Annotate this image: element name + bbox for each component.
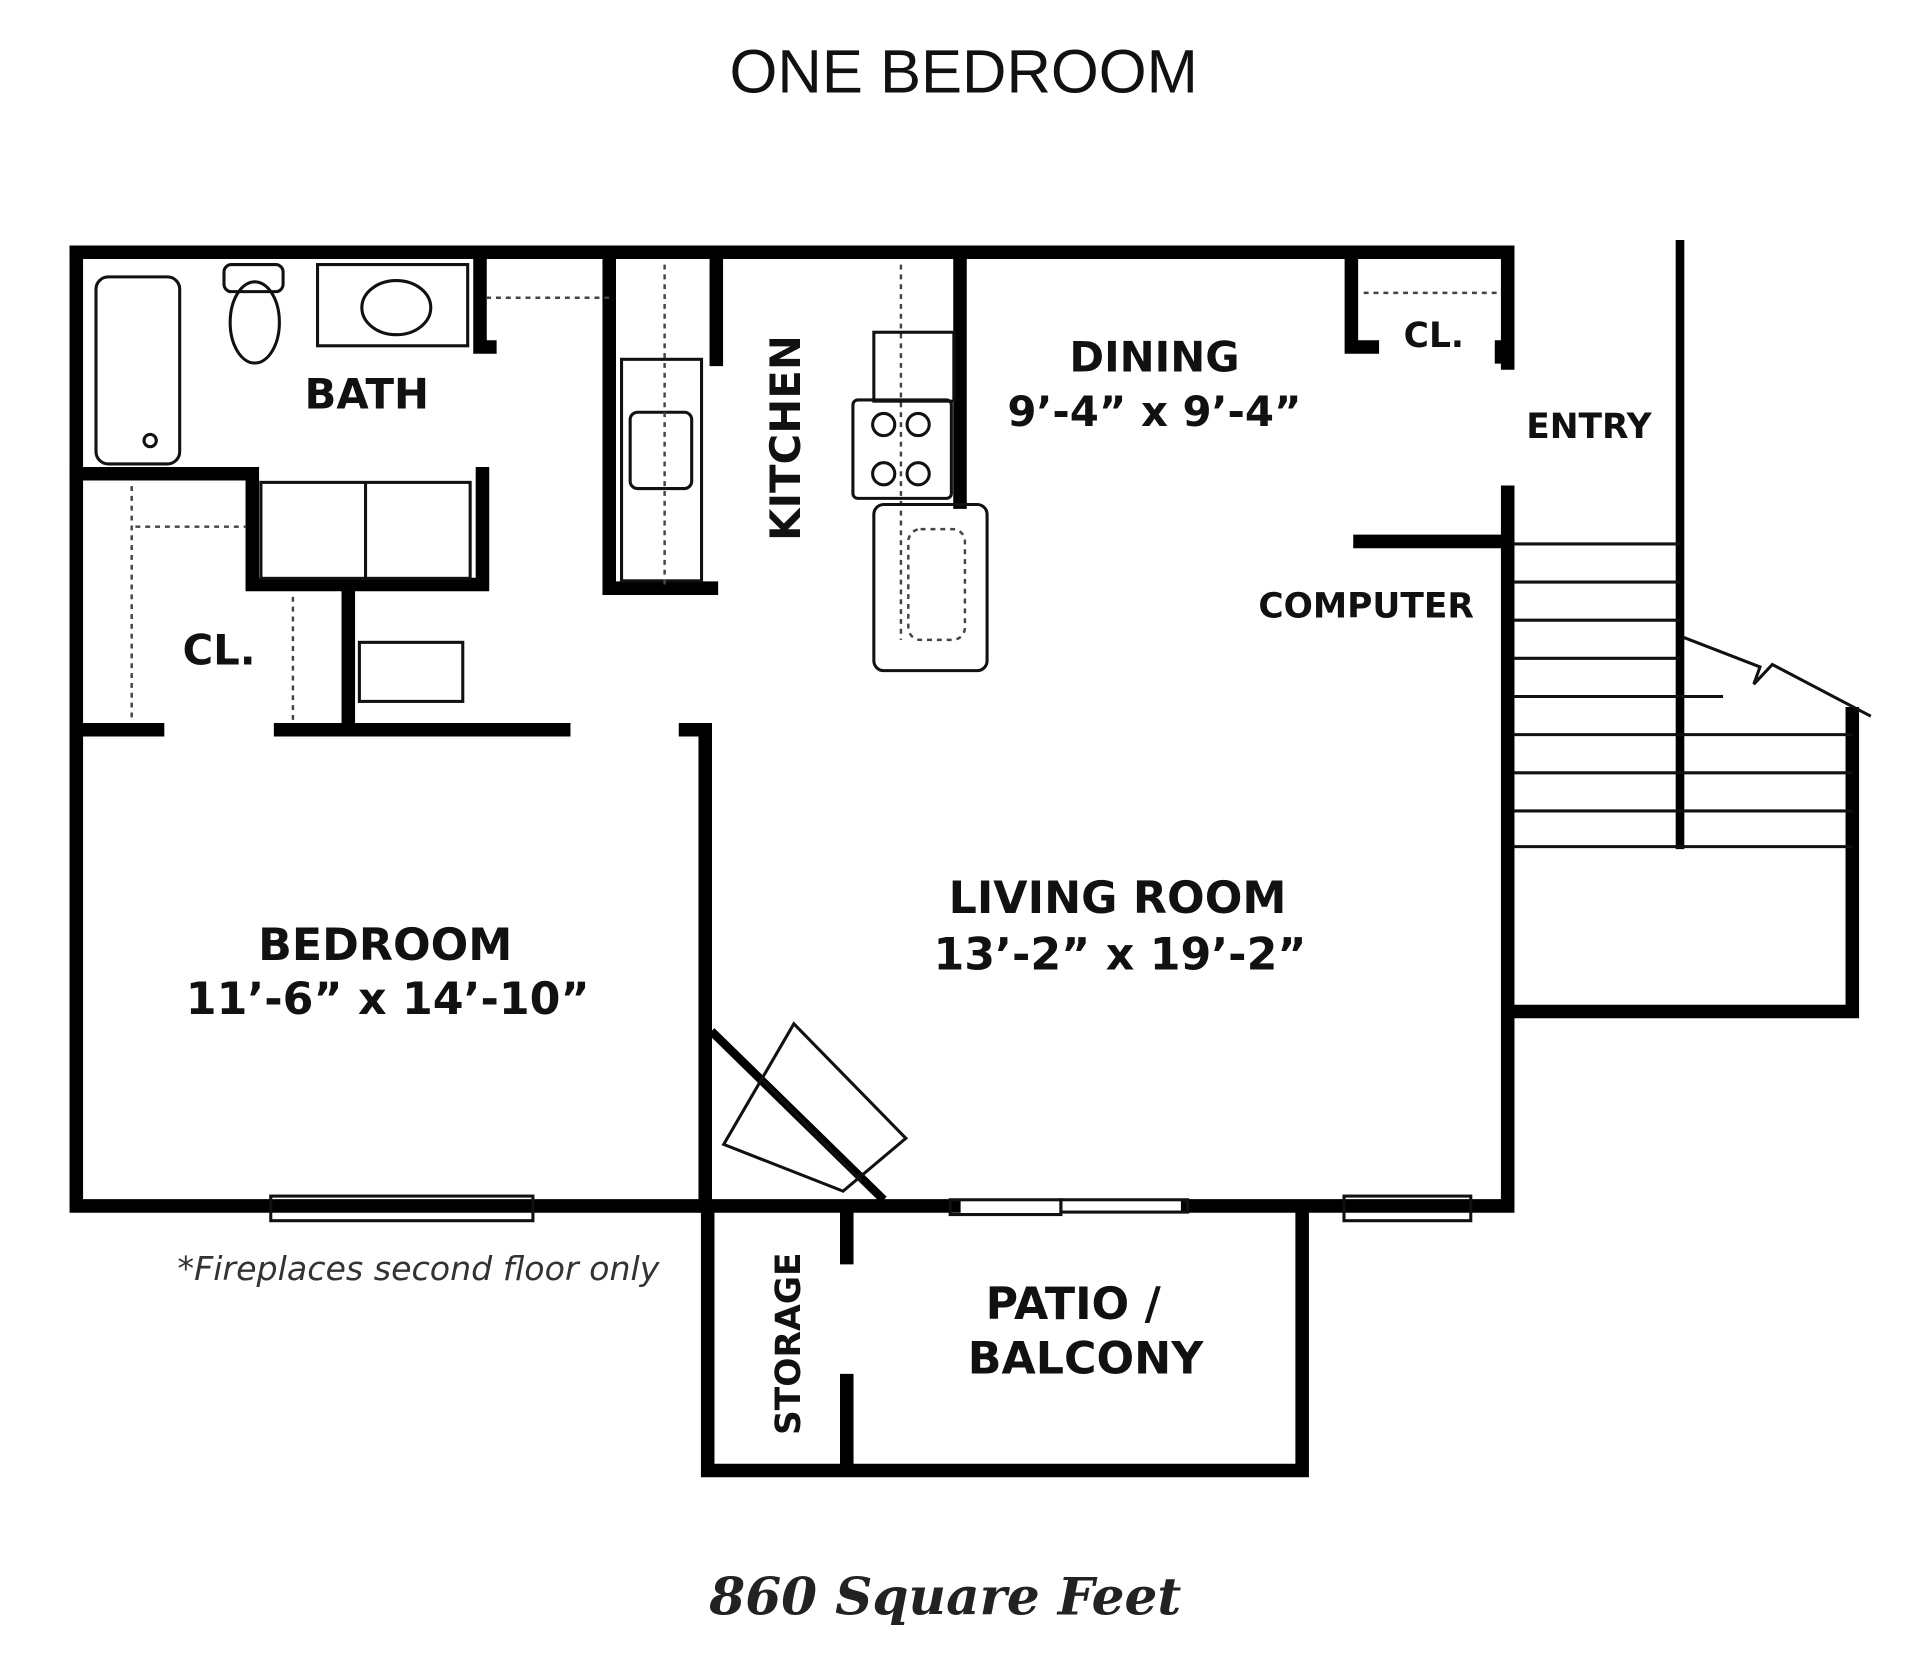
room-size-bedroom: 11’-6” x 14’-10” bbox=[186, 974, 590, 1025]
room-label-closet-bedroom: CL. bbox=[182, 625, 255, 674]
walls bbox=[69, 239, 1860, 1478]
room-label-dining: DINING bbox=[1069, 333, 1239, 382]
fireplace-note: *Fireplaces second floor only bbox=[177, 1249, 660, 1288]
room-label-bedroom: BEDROOM bbox=[258, 920, 512, 971]
room-label-balcony: BALCONY bbox=[968, 1333, 1205, 1384]
windows bbox=[269, 1194, 1473, 1223]
room-label-patio: PATIO / bbox=[986, 1279, 1162, 1330]
room-label-bath: BATH bbox=[304, 370, 429, 419]
room-size-dining: 9’-4” x 9’-4” bbox=[1007, 387, 1301, 436]
room-label-entry: ENTRY bbox=[1526, 407, 1652, 447]
room-label-living: LIVING ROOM bbox=[949, 873, 1287, 924]
room-label-kitchen: KITCHEN bbox=[761, 335, 810, 541]
plan-title: ONE BEDROOM bbox=[730, 37, 1198, 106]
room-label-closet-dining: CL. bbox=[1404, 316, 1464, 356]
room-label-storage: STORAGE bbox=[769, 1252, 809, 1435]
square-footage: 860 Square Feet bbox=[708, 1566, 1181, 1627]
room-size-living: 13’-2” x 19’-2” bbox=[933, 930, 1306, 981]
stairs bbox=[1513, 542, 1872, 849]
fixtures bbox=[94, 263, 1500, 1193]
room-label-computer: COMPUTER bbox=[1258, 587, 1474, 627]
